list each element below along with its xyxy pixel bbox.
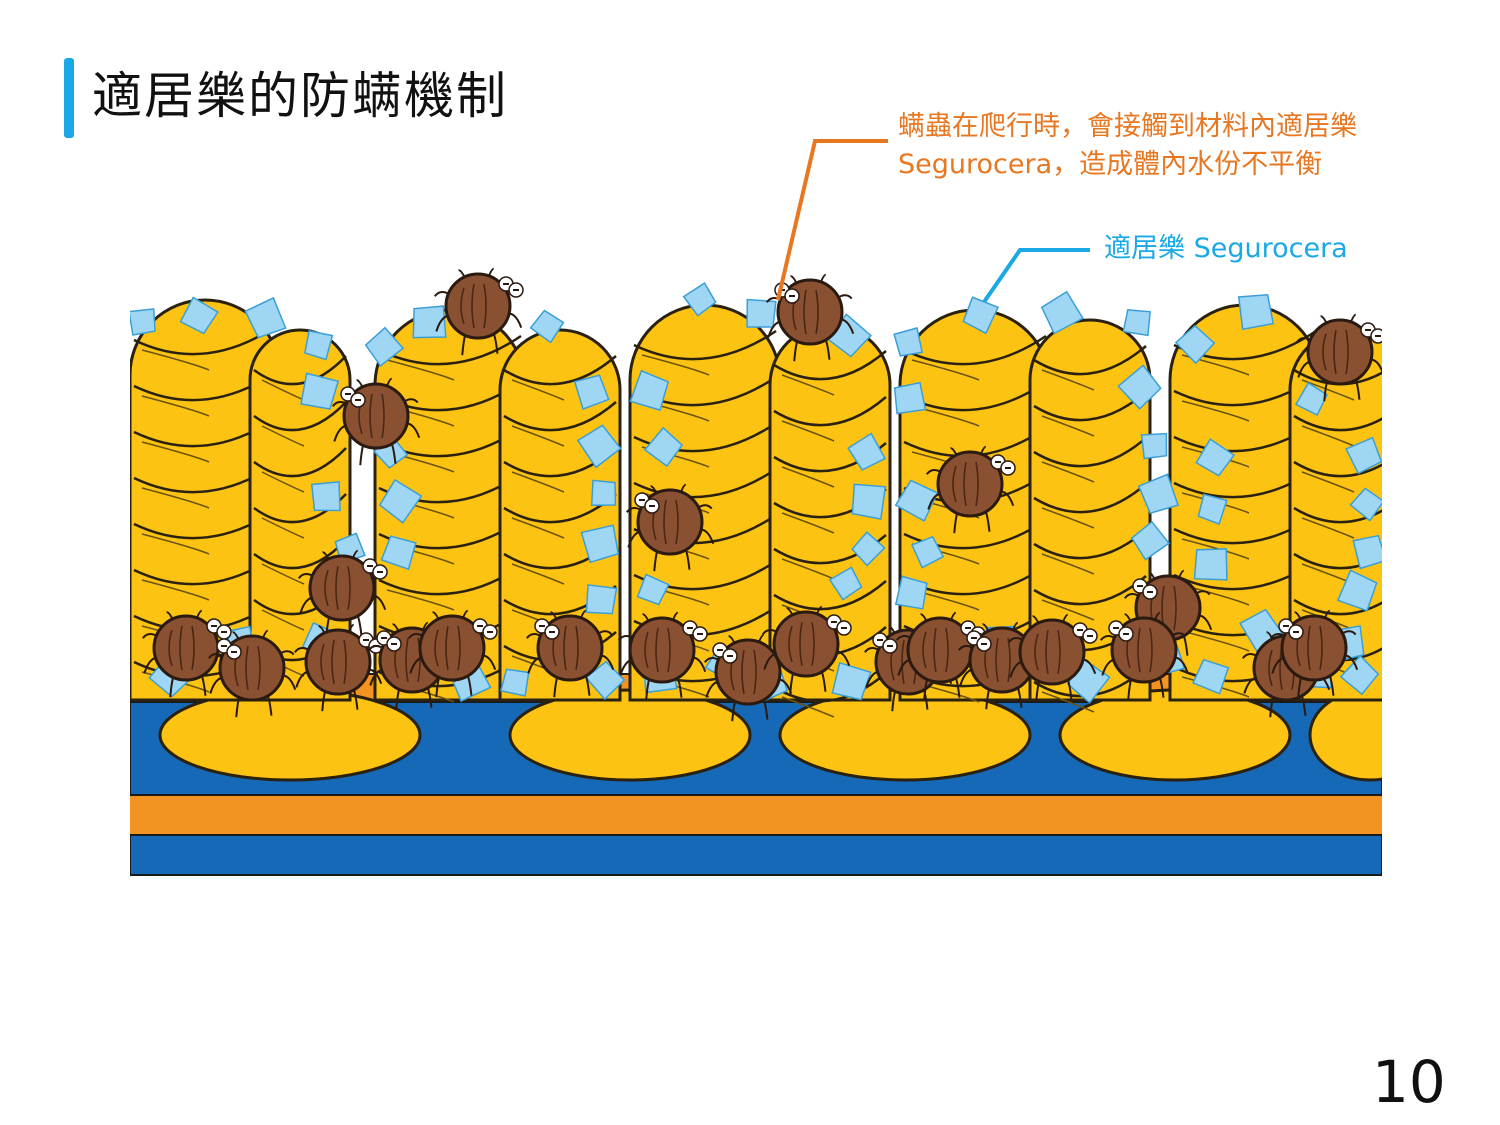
dust-mite: [703, 633, 793, 722]
segurocera-crystal: [179, 296, 219, 335]
page-number: 10: [1372, 1048, 1446, 1116]
segurocera-crystal: [580, 524, 620, 564]
segurocera-crystal: [590, 479, 617, 506]
dust-mite: [331, 377, 421, 466]
segurocera-crystal: [894, 575, 928, 610]
segurocera-crystal: [529, 309, 565, 344]
segurocera-callout: 適居樂 Segurocera: [1104, 233, 1348, 264]
backing-layer-orange-bottom: [130, 795, 1382, 835]
dust-mite: [525, 609, 615, 698]
mite-effect-callout: 螨蟲在爬行時，會接觸到材料內適居樂 Segurocera，造成體內水份不平衡: [898, 108, 1357, 184]
dust-mite: [1295, 313, 1382, 402]
segurocera-crystal: [894, 479, 939, 522]
mite-effect-line-2: Segurocera，造成體內水份不平衡: [898, 149, 1323, 180]
segurocera-crystal: [643, 426, 684, 468]
segurocera-crystal: [962, 296, 1000, 335]
segurocera-crystal: [746, 298, 777, 328]
segurocera-crystal: [1197, 493, 1228, 525]
dust-mite: [765, 273, 855, 362]
segurocera-crystal: [831, 661, 872, 701]
segurocera-crystal: [378, 478, 423, 524]
segurocera-crystal: [851, 483, 887, 520]
dust-mite: [617, 611, 708, 700]
fiber-base: [1058, 688, 1292, 782]
segurocera-crystal: [1117, 364, 1162, 410]
segurocera-crystal: [629, 369, 670, 412]
segurocera-crystal: [1137, 473, 1179, 515]
segurocera-crystal: [1294, 381, 1328, 417]
segurocera-crystal: [1193, 548, 1228, 581]
segurocera-leader-line: [982, 248, 1090, 304]
segurocera-crystal: [1237, 293, 1275, 331]
dust-mite: [433, 267, 524, 356]
segurocera-crystal: [893, 327, 924, 357]
segurocera-crystal: [584, 660, 626, 701]
title-accent-bar: [64, 58, 74, 138]
segurocera-crystal: [828, 566, 863, 601]
segurocera-crystal: [1140, 432, 1168, 460]
segurocera-crystal: [893, 381, 927, 415]
segurocera-crystal: [1345, 436, 1382, 475]
dust-mite: [207, 629, 297, 718]
segurocera-crystal: [682, 282, 717, 317]
mite-effect-line-1: 螨蟲在爬行時，會接觸到材料內適居樂: [898, 111, 1357, 142]
segurocera-crystal: [636, 573, 670, 606]
segurocera-crystal: [1349, 487, 1382, 522]
segurocera-crystal: [576, 424, 622, 469]
segurocera-crystal: [364, 326, 405, 367]
segurocera-crystal: [130, 308, 156, 336]
segurocera-crystal: [303, 329, 334, 361]
segurocera-crystal: [300, 372, 340, 410]
dust-mite: [1099, 611, 1189, 700]
page-title: 適居樂的防螨機制: [92, 67, 508, 125]
segurocera-crystal: [573, 374, 610, 410]
backing-layer-blue-bottom: [130, 834, 1382, 876]
dust-mite: [625, 483, 715, 572]
segurocera-crystal: [380, 535, 417, 571]
segurocera-crystal: [244, 296, 287, 339]
segurocera-crystal: [847, 432, 887, 471]
segurocera-crystal: [310, 481, 341, 512]
segurocera-crystal: [1336, 569, 1378, 612]
fiber-base: [508, 688, 752, 782]
segurocera-crystal: [1195, 438, 1236, 477]
segurocera-crystal: [911, 535, 945, 569]
segurocera-crystal: [499, 668, 530, 697]
segurocera-crystal: [1352, 534, 1382, 570]
dust-mite: [925, 445, 1016, 534]
segurocera-crystal: [1174, 324, 1216, 365]
fiber-base: [158, 688, 422, 782]
segurocera-crystal: [412, 305, 447, 339]
segurocera-crystal: [1040, 290, 1084, 335]
dust-mite: [1269, 609, 1359, 698]
dust-mite: [761, 605, 852, 694]
segurocera-crystal: [851, 531, 886, 567]
mite-effect-leader-line: [776, 139, 888, 301]
segurocera-crystal: [1192, 658, 1230, 695]
fiber-base: [1308, 688, 1382, 782]
dust-mite: [407, 609, 498, 698]
segurocera-crystal: [1122, 309, 1151, 337]
segurocera-crystal: [1130, 520, 1171, 561]
fiber-base: [778, 688, 1032, 782]
dust-mite: [1007, 613, 1098, 702]
dust-mites: [141, 267, 1382, 722]
segurocera-crystal: [585, 584, 618, 615]
